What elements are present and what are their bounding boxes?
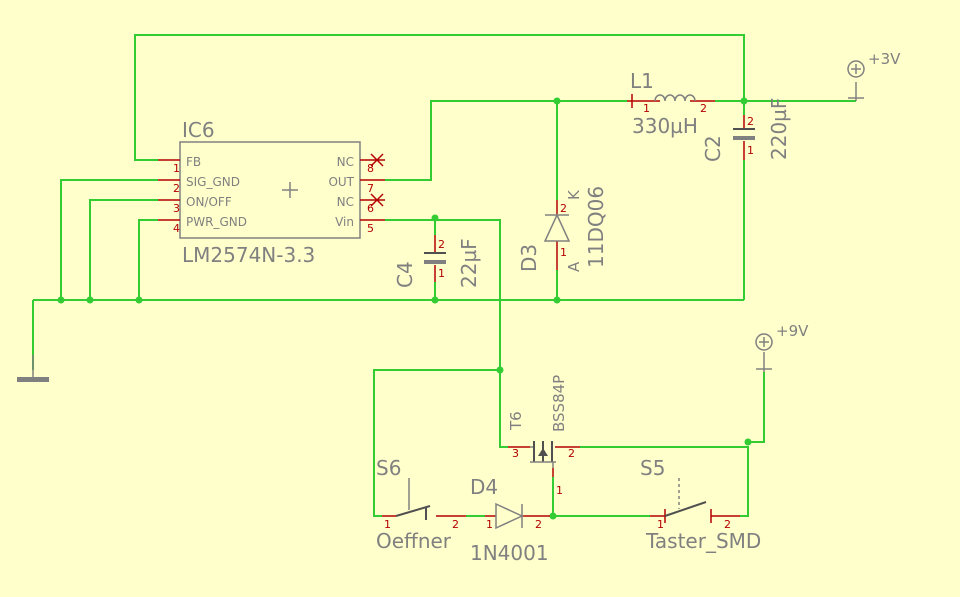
s5-name: S5 — [640, 456, 665, 480]
ic6-value: LM2574N-3.3 — [182, 243, 315, 267]
s5-pin-num: 1 — [657, 518, 664, 531]
l1-pin-num: 2 — [700, 102, 707, 115]
supply-9v-label: +9V — [776, 322, 809, 340]
ic6-name: IC6 — [182, 118, 215, 142]
d3-diode[interactable]: 2 1 K A D3 11DQ06 — [517, 186, 608, 272]
wire-pwr-gnd — [138, 219, 158, 300]
c2-value: 220µF — [767, 98, 791, 160]
junction-dot — [553, 296, 561, 304]
ic6-pin-num: 5 — [367, 222, 374, 235]
c4-name: C4 — [393, 261, 417, 288]
t6-pin-num: 1 — [556, 484, 563, 497]
l1-name: L1 — [630, 69, 654, 93]
c2-pin-num: 1 — [747, 144, 754, 157]
ic6-pin-num: 3 — [173, 202, 180, 215]
c4-pin-num: 2 — [438, 238, 445, 251]
junction-dot — [135, 296, 143, 304]
ic6-regulator[interactable]: IC6 LM2574N-3.3 FB SIG_GND ON/OFF PWR_GN… — [158, 118, 385, 267]
junction-dot — [57, 296, 65, 304]
wire-t6-drain — [580, 446, 749, 517]
wire-vin — [385, 219, 508, 448]
supply-3v: +3V — [847, 50, 901, 101]
junctions — [57, 97, 752, 520]
t6-name: T6 — [507, 411, 525, 431]
wire-9v — [748, 372, 765, 443]
junction-dot — [86, 296, 94, 304]
supply-3v-label: +3V — [868, 50, 901, 68]
c4-value: 22µF — [457, 238, 481, 288]
wire-sig-gnd — [60, 179, 158, 300]
s5-switch[interactable]: S5 Taster_SMD 1 2 — [640, 456, 761, 553]
c2-pin-num: 2 — [747, 115, 754, 128]
junction-dot — [431, 296, 439, 304]
wire-s6-loop — [373, 369, 500, 517]
junction-dot — [431, 214, 439, 222]
c4-capacitor[interactable]: 2 1 C4 22µF — [393, 235, 481, 288]
s6-switch[interactable]: S6 Oeffner 1 2 — [376, 456, 466, 553]
s5-pin-num: 2 — [724, 518, 731, 531]
ic6-pin-name: FB — [186, 155, 201, 169]
s6-name: S6 — [376, 456, 401, 480]
ic6-pin-num: 4 — [173, 222, 180, 235]
t6-value: BSS84P — [550, 375, 568, 432]
d4-pin-num: 2 — [535, 518, 542, 531]
ic6-pin-num: 1 — [173, 162, 180, 175]
d4-name: D4 — [470, 475, 498, 499]
ic6-pin-name: OUT — [328, 175, 354, 189]
s6-value: Oeffner — [376, 529, 452, 553]
junction-dot — [549, 512, 557, 520]
ic6-pin-name: SIG_GND — [186, 175, 240, 189]
wires — [32, 34, 856, 517]
l1-value: 330µH — [632, 114, 698, 138]
s6-pin-num: 1 — [384, 518, 391, 531]
ic6-pin-num: 8 — [367, 162, 374, 175]
ic6-pin-name: NC — [337, 155, 354, 169]
c4-pin-num: 1 — [438, 267, 445, 280]
ic6-pin-name: Vin — [335, 215, 354, 229]
t6-transistor[interactable]: 3 2 1 T6 BSS84P — [507, 375, 580, 497]
ground-symbol — [17, 355, 49, 382]
c2-name: C2 — [701, 135, 725, 162]
t6-pin-num: 3 — [512, 447, 519, 460]
wire-fb-feedback — [134, 34, 745, 161]
ic6-pin-name: PWR_GND — [186, 215, 247, 229]
junction-dot — [740, 97, 748, 105]
wire-out-node — [385, 100, 627, 181]
d4-pin-num: 1 — [486, 518, 493, 531]
s5-value: Taster_SMD — [645, 529, 761, 553]
d3-cathode-label: K — [565, 189, 583, 200]
ic6-pin-num: 2 — [173, 182, 180, 195]
l1-pin-num: 1 — [643, 102, 650, 115]
junction-dot — [553, 97, 561, 105]
c2-capacitor[interactable]: 2 1 C2 220µF — [701, 98, 791, 162]
junction-dot — [496, 366, 504, 374]
d3-pin-num: 1 — [560, 246, 567, 259]
s6-pin-num: 2 — [452, 518, 459, 531]
wire-on-off — [89, 199, 158, 300]
d4-value: 1N4001 — [470, 541, 549, 565]
d4-diode[interactable]: D4 1N4001 1 2 — [470, 475, 550, 565]
d3-name: D3 — [517, 244, 541, 272]
t6-pin-num: 2 — [568, 447, 575, 460]
supply-9v: +9V — [755, 322, 809, 372]
ic6-pin-name: NC — [337, 195, 354, 209]
d3-anode-label: A — [565, 261, 583, 272]
ic6-pin-num: 7 — [367, 182, 374, 195]
d3-pin-num: 2 — [560, 202, 567, 215]
d3-value: 11DQ06 — [584, 186, 608, 268]
l1-inductor[interactable]: L1 330µH 1 2 — [627, 69, 715, 138]
ic6-pin-num: 6 — [367, 202, 374, 215]
junction-dot — [744, 438, 752, 446]
ic6-pin-name: ON/OFF — [186, 195, 232, 209]
